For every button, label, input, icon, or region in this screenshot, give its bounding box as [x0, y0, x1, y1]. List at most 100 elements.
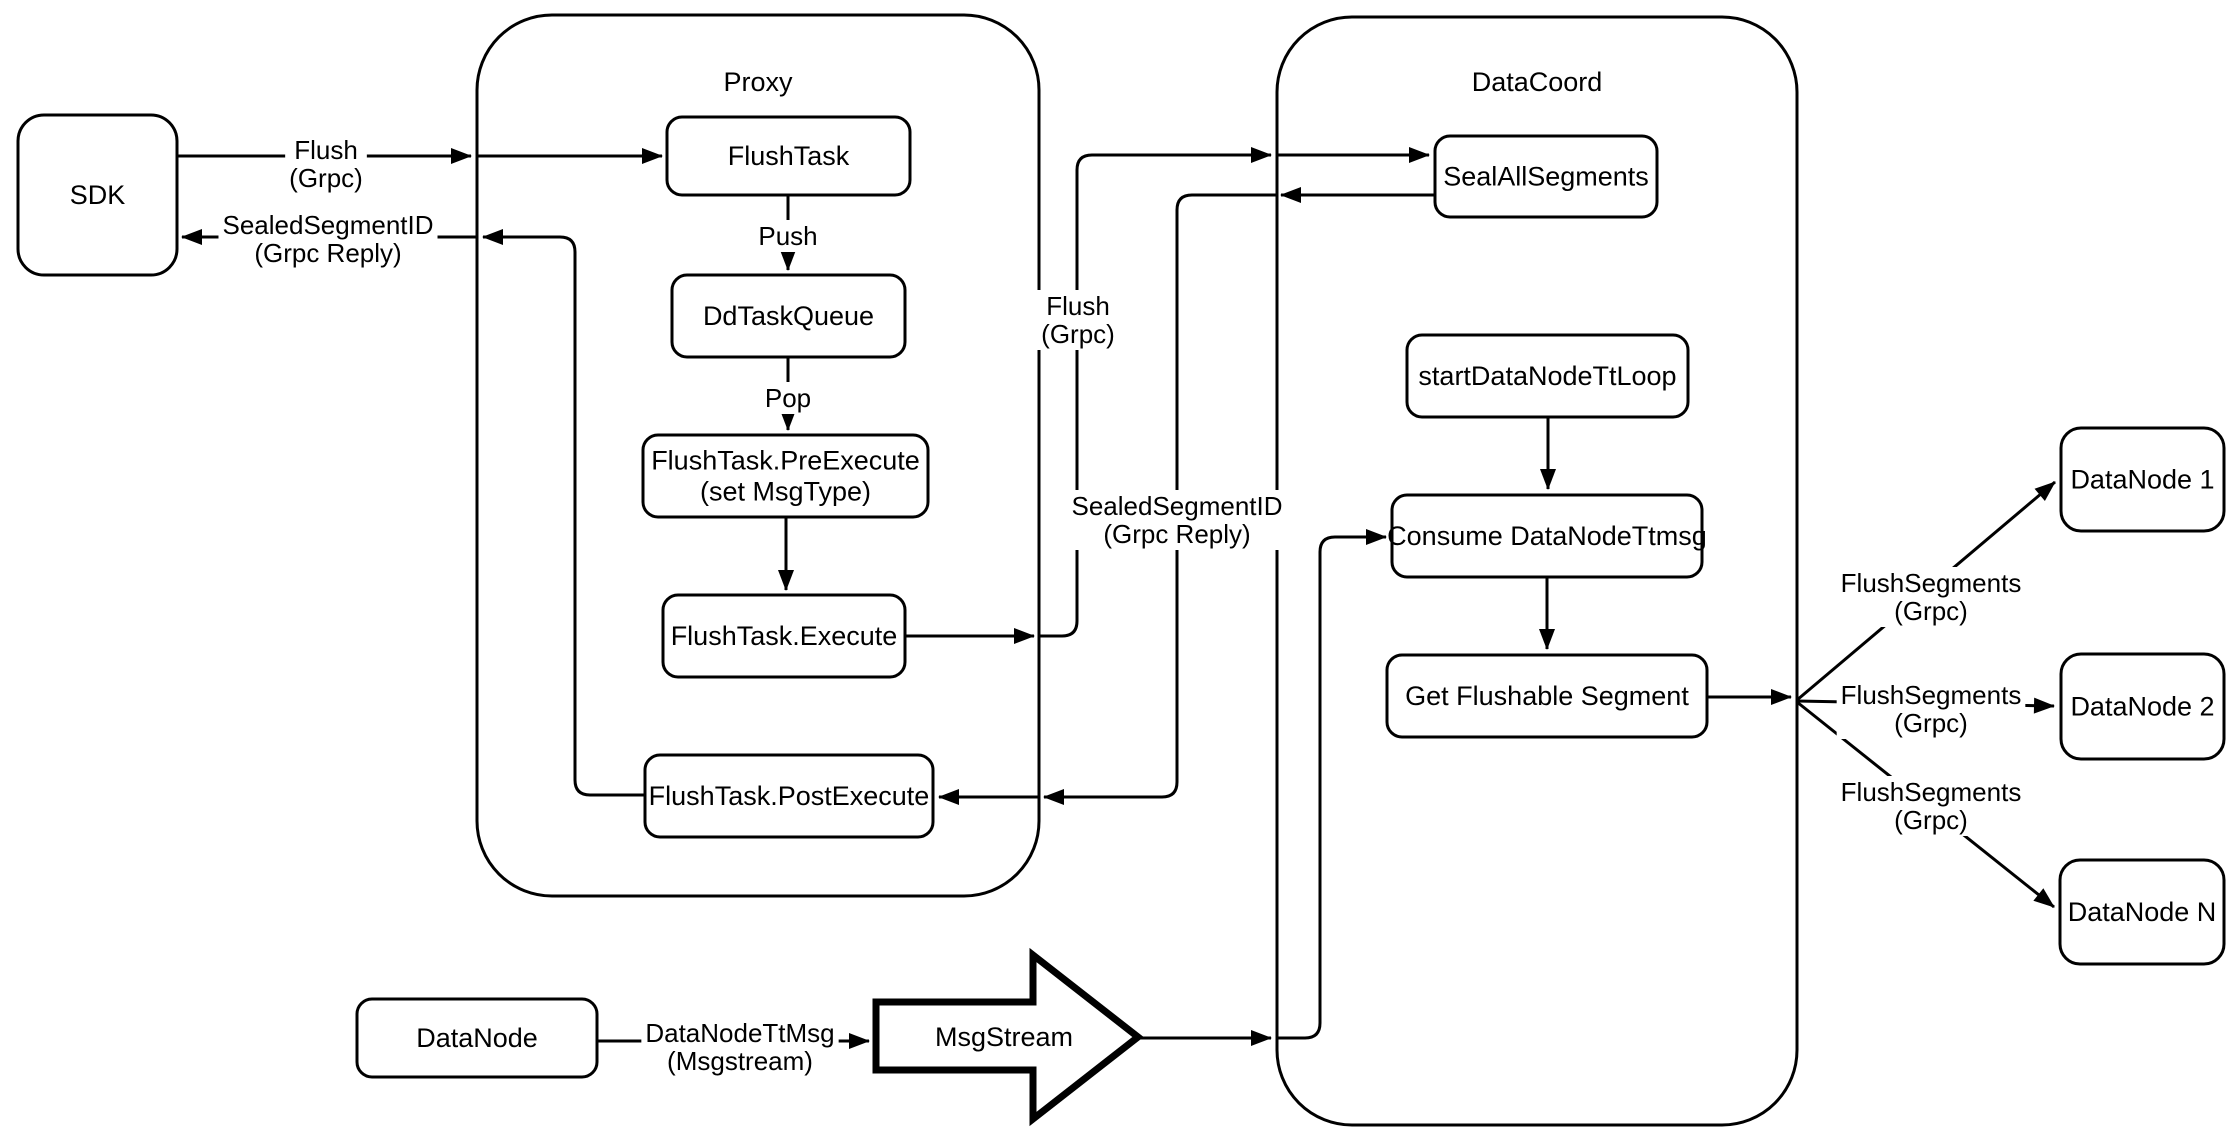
- label-flushsegments-3-text-line: (Grpc): [1894, 805, 1968, 835]
- node-flush-task-post-execute-label-line: FlushTask.PostExecute: [649, 781, 930, 811]
- label-pop-text-line: Pop: [765, 383, 811, 413]
- node-get-flushable-segment-label-line: Get Flushable Segment: [1405, 681, 1689, 711]
- container-proxy-title-line: Proxy: [723, 67, 793, 97]
- node-flush-task-execute-box: [661, 593, 907, 679]
- label-flushsegments-2-text-line: FlushSegments: [1841, 680, 2022, 710]
- node-flush-task-pre-execute-label: FlushTask.PreExecute(set MsgType): [651, 446, 920, 507]
- node-flush-task-post-execute-box: [643, 753, 935, 839]
- node-start-datanode-tt-loop-box: [1405, 333, 1690, 419]
- node-dd-task-queue-label: DdTaskQueue: [703, 301, 874, 331]
- node-datanode-label-line: DataNode: [416, 1023, 538, 1053]
- edge-flush-to-datacoord: [1039, 147, 1272, 638]
- label-flush-grpc-sdk-text-line: Flush: [294, 135, 358, 165]
- node-flush-task-post-execute: FlushTask.PostExecute: [643, 753, 935, 839]
- label-sealedsegmentid-proxy-text-line: (Grpc Reply): [1103, 519, 1250, 549]
- node-flush-task: FlushTask: [665, 115, 912, 197]
- node-msgstream: MsgStream: [872, 947, 1144, 1127]
- node-consume-datanode-ttmsg-label: Consume DataNodeTtmsg: [1387, 521, 1707, 551]
- node-datanode-1-label-line: DataNode 1: [2070, 465, 2214, 495]
- node-consume-datanode-ttmsg-label-line: Consume DataNodeTtmsg: [1387, 521, 1707, 551]
- node-flush-task-pre-execute: FlushTask.PreExecute(set MsgType): [641, 433, 930, 519]
- label-datanodettmsg-text-line: (Msgstream): [667, 1046, 813, 1076]
- msgstream-label-line: MsgStream: [935, 1022, 1073, 1052]
- node-sdk: SDK: [16, 113, 179, 277]
- label-sealedsegmentid-proxy-text: SealedSegmentID(Grpc Reply): [1071, 491, 1282, 549]
- label-datanodettmsg-bg: [641, 1017, 839, 1077]
- container-datacoord-border: [1275, 15, 1799, 1127]
- label-flush-grpc-sdk: Flush(Grpc): [285, 134, 367, 194]
- label-pop-bg: [760, 382, 816, 414]
- node-get-flushable-segment-box: [1385, 653, 1709, 739]
- node-seal-all-segments: SealAllSegments: [1433, 134, 1659, 219]
- node-consume-datanode-ttmsg: Consume DataNodeTtmsg: [1387, 493, 1707, 579]
- node-datanode-n-label: DataNode N: [2068, 897, 2217, 927]
- label-pop: Pop: [760, 382, 816, 414]
- label-pop-text: Pop: [765, 383, 811, 413]
- label-sealedsegmentid-sdk-bg: [218, 209, 438, 269]
- node-flush-task-box: [665, 115, 912, 197]
- label-flushsegments-1-text: FlushSegments(Grpc): [1841, 568, 2022, 626]
- node-consume-datanode-ttmsg-box: [1390, 493, 1704, 579]
- node-datanode-1-box: [2059, 426, 2226, 533]
- label-push: Push: [754, 220, 822, 252]
- label-push-text: Push: [758, 221, 817, 251]
- container-datacoord-title: DataCoord: [1472, 67, 1603, 97]
- label-sealedsegmentid-sdk-text: SealedSegmentID(Grpc Reply): [222, 210, 433, 268]
- label-datanodettmsg: DataNodeTtMsg(Msgstream): [641, 1017, 839, 1077]
- label-flush-grpc-datacoord-text: Flush(Grpc): [1041, 291, 1115, 349]
- node-start-datanode-tt-loop: startDataNodeTtLoop: [1405, 333, 1690, 419]
- label-flushsegments-1-text-line: FlushSegments: [1841, 568, 2022, 598]
- node-flush-task-pre-execute-label-line: (set MsgType): [700, 477, 871, 507]
- container-proxy-title: Proxy: [723, 67, 793, 97]
- label-flush-grpc-sdk-bg: [285, 134, 367, 194]
- node-flush-task-label-line: FlushTask: [728, 141, 850, 171]
- label-sealedsegmentid-proxy-bg: [1067, 490, 1287, 550]
- node-get-flushable-segment: Get Flushable Segment: [1385, 653, 1709, 739]
- node-flush-task-label: FlushTask: [728, 141, 850, 171]
- node-datanode-2-box: [2059, 652, 2226, 761]
- node-datanode-n: DataNode N: [2058, 858, 2226, 966]
- label-sealedsegmentid-sdk-text-line: SealedSegmentID: [222, 210, 433, 240]
- label-flushsegments-1: FlushSegments(Grpc): [1836, 567, 2026, 627]
- node-datanode-box: [355, 997, 599, 1079]
- node-seal-all-segments-label: SealAllSegments: [1443, 162, 1649, 192]
- node-sdk-label: SDK: [70, 180, 126, 210]
- msgstream-label: MsgStream: [935, 1022, 1073, 1052]
- label-flushsegments-2-text: FlushSegments(Grpc): [1841, 680, 2022, 738]
- label-flushsegments-3-bg: [1836, 776, 2026, 836]
- node-dd-task-queue-box: [670, 273, 907, 359]
- node-datanode-n-label-line: DataNode N: [2068, 897, 2217, 927]
- node-datanode-1: DataNode 1: [2059, 426, 2226, 533]
- node-seal-all-segments-box: [1433, 134, 1659, 219]
- label-flushsegments-2: FlushSegments(Grpc): [1836, 679, 2026, 739]
- label-sealedsegmentid-proxy: SealedSegmentID(Grpc Reply): [1067, 490, 1287, 550]
- label-flushsegments-3-text: FlushSegments(Grpc): [1841, 777, 2022, 835]
- label-flush-grpc-sdk-text-line: (Grpc): [289, 163, 363, 193]
- node-dd-task-queue: DdTaskQueue: [670, 273, 907, 359]
- node-start-datanode-tt-loop-label-line: startDataNodeTtLoop: [1418, 361, 1676, 391]
- node-datanode-label: DataNode: [416, 1023, 538, 1053]
- label-datanodettmsg-text: DataNodeTtMsg(Msgstream): [645, 1018, 834, 1076]
- node-flush-task-pre-execute-label-line: FlushTask.PreExecute: [651, 446, 920, 476]
- node-datanode-1-label: DataNode 1: [2070, 465, 2214, 495]
- node-flush-task-post-execute-label: FlushTask.PostExecute: [649, 781, 930, 811]
- label-flush-grpc-sdk-text: Flush(Grpc): [289, 135, 363, 193]
- node-flush-task-pre-execute-box: [641, 433, 930, 519]
- node-datanode: DataNode: [355, 997, 599, 1079]
- container-proxy-border: [475, 13, 1041, 898]
- label-flush-grpc-datacoord-text-line: Flush: [1046, 291, 1110, 321]
- container-datacoord-title-line: DataCoord: [1472, 67, 1603, 97]
- label-flushsegments-3-text-line: FlushSegments: [1841, 777, 2022, 807]
- node-datanode-2-label: DataNode 2: [2070, 692, 2214, 722]
- node-flush-task-execute: FlushTask.Execute: [661, 593, 907, 679]
- label-flushsegments-3: FlushSegments(Grpc): [1836, 776, 2026, 836]
- node-seal-all-segments-label-line: SealAllSegments: [1443, 162, 1649, 192]
- label-flush-grpc-datacoord-text-line: (Grpc): [1041, 319, 1115, 349]
- node-datanode-2-label-line: DataNode 2: [2070, 692, 2214, 722]
- edge-msgstream-to-consume: [1277, 529, 1387, 1040]
- label-sealedsegmentid-proxy-text-line: SealedSegmentID: [1071, 491, 1282, 521]
- label-datanodettmsg-text-line: DataNodeTtMsg: [645, 1018, 834, 1048]
- node-sdk-box: [16, 113, 179, 277]
- label-sealedsegmentid-sdk-text-line: (Grpc Reply): [254, 238, 401, 268]
- edge-postexecute-reply-out: [482, 229, 645, 797]
